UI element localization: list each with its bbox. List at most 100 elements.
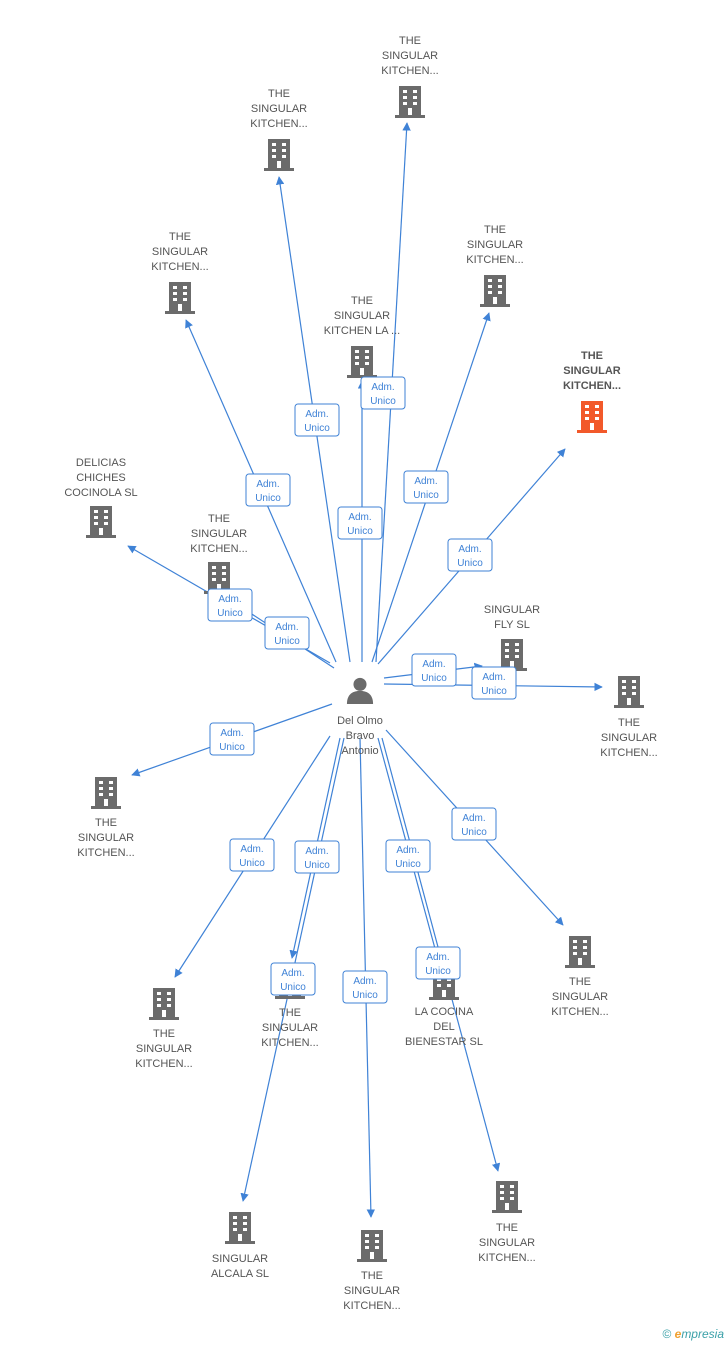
building-icon — [497, 639, 527, 671]
company-node-n4[interactable]: THESINGULARKITCHEN... — [466, 224, 524, 307]
edge-label-n3[interactable]: Adm.Unico — [245, 473, 291, 507]
edge-label-n5[interactable]: Adm.Unico — [337, 506, 383, 540]
building-icon — [165, 282, 195, 314]
edge-label-box — [337, 506, 383, 540]
edge-label-box — [264, 616, 310, 650]
edge-label-text: Adm. — [305, 846, 328, 857]
company-node-label: THE — [279, 1007, 301, 1019]
edge-label-n14[interactable]: Adm.Unico — [294, 840, 340, 874]
company-node-label: THE — [153, 1028, 175, 1040]
building-icon — [264, 139, 294, 171]
company-node-n1[interactable]: THESINGULARKITCHEN... — [381, 35, 439, 118]
edge-label-n8[interactable]: Adm.Unico — [264, 616, 310, 650]
edge-label-n6[interactable]: Adm.Unico — [447, 538, 493, 572]
edge-label-box — [294, 840, 340, 874]
edge-label-box — [403, 470, 449, 504]
company-node-label: DEL — [433, 1021, 454, 1033]
company-node-n14[interactable]: THESINGULARKITCHEN... — [261, 967, 319, 1049]
company-node-n13[interactable]: THE SINGULAR KITCHEN... — [135, 988, 193, 1070]
edge-label-n18[interactable]: Adm. Unico — [415, 946, 461, 980]
edge-label-box — [385, 839, 431, 873]
company-node-label: KITCHEN... — [77, 847, 134, 859]
edge-label-text: Adm. — [458, 544, 481, 555]
edge-label-n12[interactable]: Adm.Unico — [451, 807, 497, 841]
edge-label-text: Unico — [370, 396, 396, 407]
edge-label-text: Adm. — [281, 968, 304, 979]
nodes-layer: THE SINGULAR KITCHEN... THE SINGULAR KITCHEN.… — [64, 35, 657, 1312]
company-node-label: SINGULAR — [467, 239, 523, 251]
edge-label-text: Unico — [347, 526, 373, 537]
edge-label-text: Adm. — [426, 952, 449, 963]
building-icon — [91, 777, 121, 809]
company-node-n10[interactable]: THESINGULARKITCHEN... — [600, 676, 658, 759]
edge-label-n2[interactable]: Adm.Unico — [294, 403, 340, 437]
edge-label-n16[interactable]: Adm.Unico — [270, 962, 316, 996]
edge-label-n11[interactable]: Adm.Unico — [209, 722, 255, 756]
edge-label-text: Adm. — [240, 844, 263, 855]
edge-label-n9[interactable]: Adm.Unico — [411, 653, 457, 687]
edge-label-box — [451, 807, 497, 841]
edge-label-text: Unico — [425, 966, 451, 977]
edge-label-text: Unico — [395, 859, 421, 870]
building-icon — [480, 275, 510, 307]
company-node-label: SINGULAR — [152, 246, 208, 258]
company-node-n11[interactable]: THE SINGULAR KITCHEN... — [77, 777, 135, 859]
company-node-label: THE — [95, 817, 117, 829]
company-node-n2[interactable]: THESINGULARKITCHEN... — [250, 88, 308, 171]
company-node-label: KITCHEN... — [135, 1058, 192, 1070]
brand-logo-text: mpresia — [681, 1327, 724, 1341]
company-node-n6[interactable]: THESINGULARKITCHEN... — [563, 350, 621, 433]
edge-label-n15[interactable]: Adm. Unico — [385, 839, 431, 873]
edge-label-text: Adm. — [396, 845, 419, 856]
company-node-label: THE — [569, 976, 591, 988]
company-node-label: SINGULAR — [552, 991, 608, 1003]
edge-label-n13[interactable]: Adm. Unico — [229, 838, 275, 872]
edge-label-text: Unico — [239, 858, 265, 869]
edge-label-text: Adm. — [482, 672, 505, 683]
edge-label-n1[interactable]: Adm.Unico — [360, 376, 406, 410]
company-node-label: THE — [169, 231, 191, 243]
edge-label-n10[interactable]: Adm.Unico — [471, 666, 517, 700]
building-icon — [614, 676, 644, 708]
company-node-label: THE — [399, 35, 421, 47]
company-node-label: THE — [496, 1222, 518, 1234]
company-node-n17[interactable]: THESINGULARKITCHEN... — [343, 1230, 401, 1312]
company-node-label: SINGULAR — [601, 732, 657, 744]
edge-label-text: Unico — [255, 493, 281, 504]
edge-label-text: Adm. — [414, 476, 437, 487]
company-node-n8[interactable]: THESINGULARKITCHEN... — [190, 513, 248, 594]
building-icon — [149, 988, 179, 1020]
edge-label-text: Unico — [461, 827, 487, 838]
edge-label-box — [207, 588, 253, 622]
company-node-label: KITCHEN LA ... — [324, 325, 400, 337]
edge-label-text: Adm. — [353, 976, 376, 987]
footer-brand[interactable]: © empresia — [662, 1327, 724, 1341]
edge-label-text: Adm. — [305, 409, 328, 420]
company-node-n3[interactable]: THE SINGULAR KITCHEN... — [151, 231, 209, 314]
company-node-label: SINGULAR — [78, 832, 134, 844]
company-node-label: KITCHEN... — [261, 1037, 318, 1049]
company-node-label: SINGULAR — [191, 528, 247, 540]
edge-label-n4[interactable]: Adm.Unico — [403, 470, 449, 504]
edge-label-n7[interactable]: Adm.Unico — [207, 588, 253, 622]
company-node-label: THE — [268, 88, 290, 100]
company-node-label: THE — [581, 350, 603, 362]
company-node-label: SINGULAR — [484, 604, 540, 616]
edge-label-box — [294, 403, 340, 437]
company-node-label: SINGULAR — [563, 365, 621, 377]
company-node-n12[interactable]: THESINGULARKITCHEN... — [551, 936, 609, 1018]
edge-label-n17[interactable]: Adm.Unico — [342, 970, 388, 1004]
company-node-label: KITCHEN... — [151, 261, 208, 273]
company-node-label: THE — [484, 224, 506, 236]
company-node-label: SINGULAR — [136, 1043, 192, 1055]
company-node-n18[interactable]: THESINGULARKITCHEN... — [478, 1181, 536, 1264]
company-node-label: ALCALA SL — [211, 1268, 269, 1280]
company-node-label: SINGULAR — [251, 103, 307, 115]
